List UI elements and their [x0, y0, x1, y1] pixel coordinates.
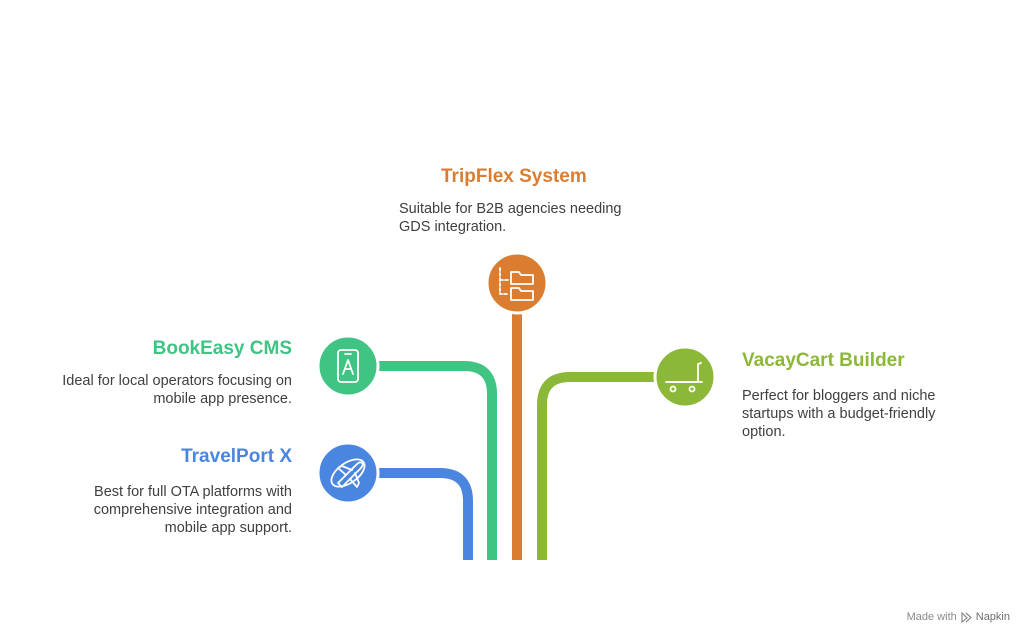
- vacaycart-title: VacayCart Builder: [742, 350, 905, 371]
- vacaycart-connector: [537, 372, 657, 560]
- bookeasy-title: BookEasy CMS: [152, 338, 292, 359]
- tripflex-description: Suitable for B2B agencies needing GDS in…: [399, 201, 622, 235]
- vacaycart-node[interactable]: [653, 345, 717, 409]
- folder-tree-icon: [499, 267, 534, 301]
- travelport-node[interactable]: [316, 441, 380, 505]
- bookeasy-description: Ideal for local operators focusing on mo…: [62, 373, 292, 407]
- airplane-icon: [330, 458, 366, 488]
- mobile-app-icon: [337, 349, 359, 383]
- bookeasy-connector: [378, 361, 497, 560]
- travelport-title: TravelPort X: [181, 446, 292, 467]
- footer-brand: Napkin: [975, 611, 1010, 623]
- shopping-cart-icon: [665, 362, 703, 393]
- tripflex-node[interactable]: [485, 251, 549, 315]
- bookeasy-node[interactable]: [316, 334, 380, 398]
- travelport-description: Best for full OTA platforms with compreh…: [93, 484, 292, 536]
- travelport-connector: [378, 468, 473, 560]
- made-with-napkin-footer[interactable]: Made with Napkin: [907, 611, 1010, 623]
- tripflex-title: TripFlex System: [441, 166, 587, 187]
- napkin-logo-icon: [961, 611, 972, 623]
- footer-prefix: Made with: [906, 611, 957, 623]
- vacaycart-description: Perfect for bloggers and niche startups …: [742, 388, 936, 440]
